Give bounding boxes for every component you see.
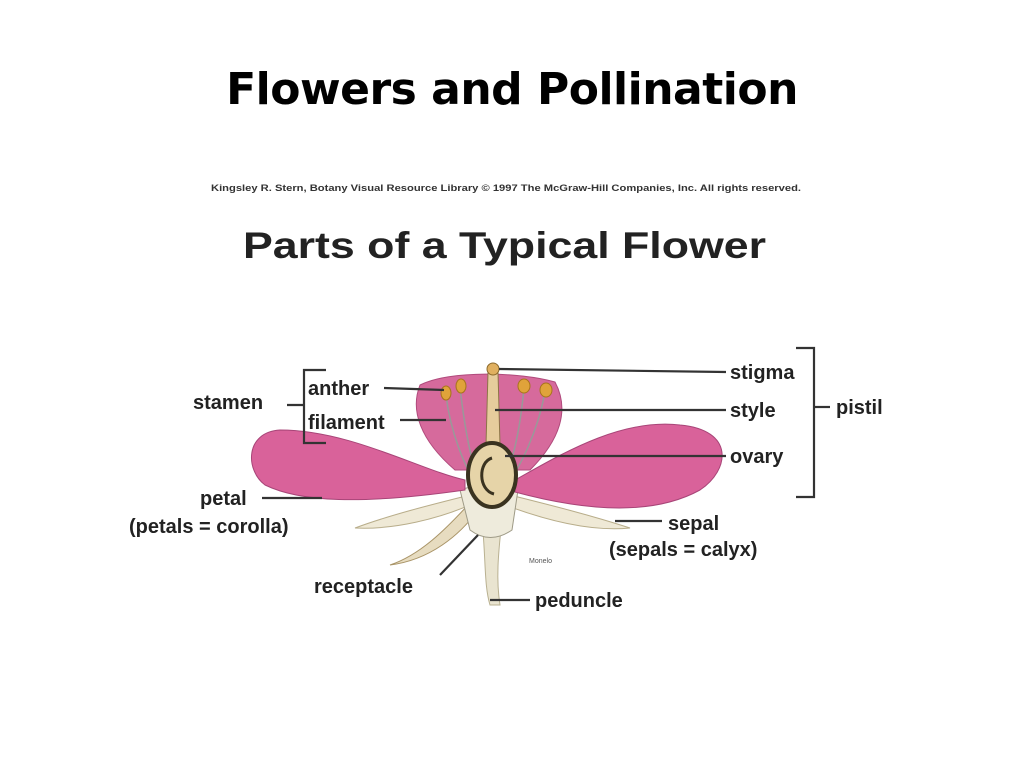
label-sepal-note: (sepals = calyx) bbox=[609, 539, 757, 561]
flower-illustration bbox=[251, 362, 723, 606]
artist-signature: Monelo bbox=[529, 558, 552, 565]
style-shape bbox=[485, 371, 501, 446]
anthers bbox=[440, 378, 553, 401]
peduncle-shape bbox=[481, 519, 503, 606]
label-ovary: ovary bbox=[730, 446, 784, 468]
sepal-right bbox=[504, 494, 631, 530]
sepal-left-lower bbox=[389, 504, 479, 566]
petal-left bbox=[251, 429, 466, 501]
label-style: style bbox=[730, 400, 776, 422]
label-receptacle: receptacle bbox=[314, 576, 413, 598]
label-stigma: stigma bbox=[730, 362, 795, 384]
credit-line: Kingsley R. Stern, Botany Visual Resourc… bbox=[211, 183, 801, 194]
slide-title: Flowers and Pollination bbox=[226, 64, 798, 115]
label-petal: petal bbox=[200, 488, 247, 510]
diagram-heading: Parts of a Typical Flower bbox=[243, 225, 766, 266]
sepal-left bbox=[354, 494, 471, 529]
leader-lines bbox=[262, 346, 830, 602]
label-stamen: stamen bbox=[193, 392, 263, 414]
label-anther: anther bbox=[308, 378, 369, 400]
ovary-shape bbox=[466, 441, 518, 509]
label-filament: filament bbox=[308, 412, 385, 434]
label-peduncle: peduncle bbox=[535, 590, 623, 612]
label-petal-note: (petals = corolla) bbox=[129, 516, 289, 538]
label-sepal: sepal bbox=[668, 513, 719, 535]
stigma-shape bbox=[486, 362, 500, 376]
label-pistil: pistil bbox=[836, 397, 883, 419]
